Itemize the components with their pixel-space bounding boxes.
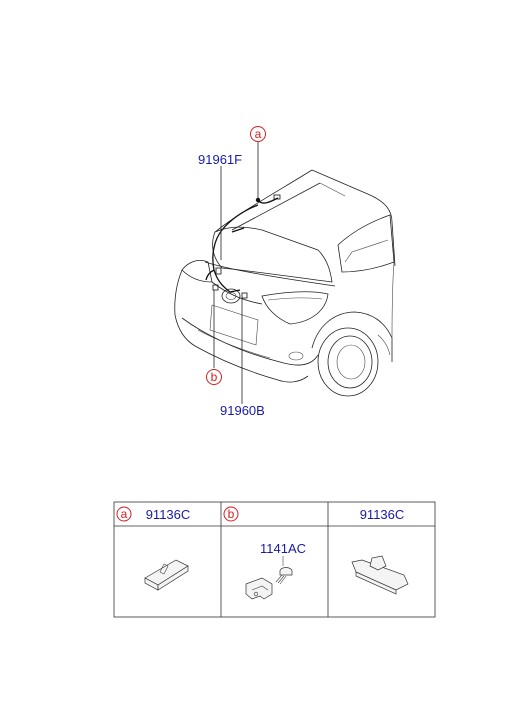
connector-a-point — [255, 197, 261, 203]
table-header-c: 91136C — [360, 507, 405, 522]
clip-connector-emblem — [241, 292, 248, 299]
clip-connector-side — [215, 267, 222, 275]
leader-lines — [213, 142, 259, 404]
clip-connector-b — [212, 284, 219, 291]
car-illustration — [174, 169, 396, 397]
clip-connector-top — [273, 194, 281, 200]
part-clip-a — [144, 559, 189, 591]
part-clip-c — [351, 555, 409, 595]
label-harness-lower: 91960B — [220, 403, 265, 418]
callout-marker-a: a — [250, 126, 266, 142]
parts-table: a 91136C b 91136C 1141AC — [113, 501, 436, 618]
bolt-icon — [275, 567, 293, 585]
label-harness-upper: 91961F — [198, 152, 242, 167]
svg-text:91136C: 91136C — [360, 507, 405, 522]
svg-text:a: a — [255, 127, 262, 141]
bracket-clip-icon — [245, 577, 273, 600]
part-b-assembly: 1141AC — [245, 541, 306, 600]
table-header-b: b — [223, 506, 239, 522]
wiring-harness — [205, 194, 281, 299]
label-1141ac: 1141AC — [260, 541, 306, 556]
table-header-a: a 91136C — [116, 506, 191, 522]
svg-text:b: b — [228, 507, 235, 521]
table-border — [113, 501, 436, 618]
svg-text:91136C: 91136C — [146, 507, 191, 522]
svg-text:a: a — [121, 507, 128, 521]
svg-text:b: b — [211, 370, 218, 384]
callout-marker-b: b — [206, 369, 222, 385]
